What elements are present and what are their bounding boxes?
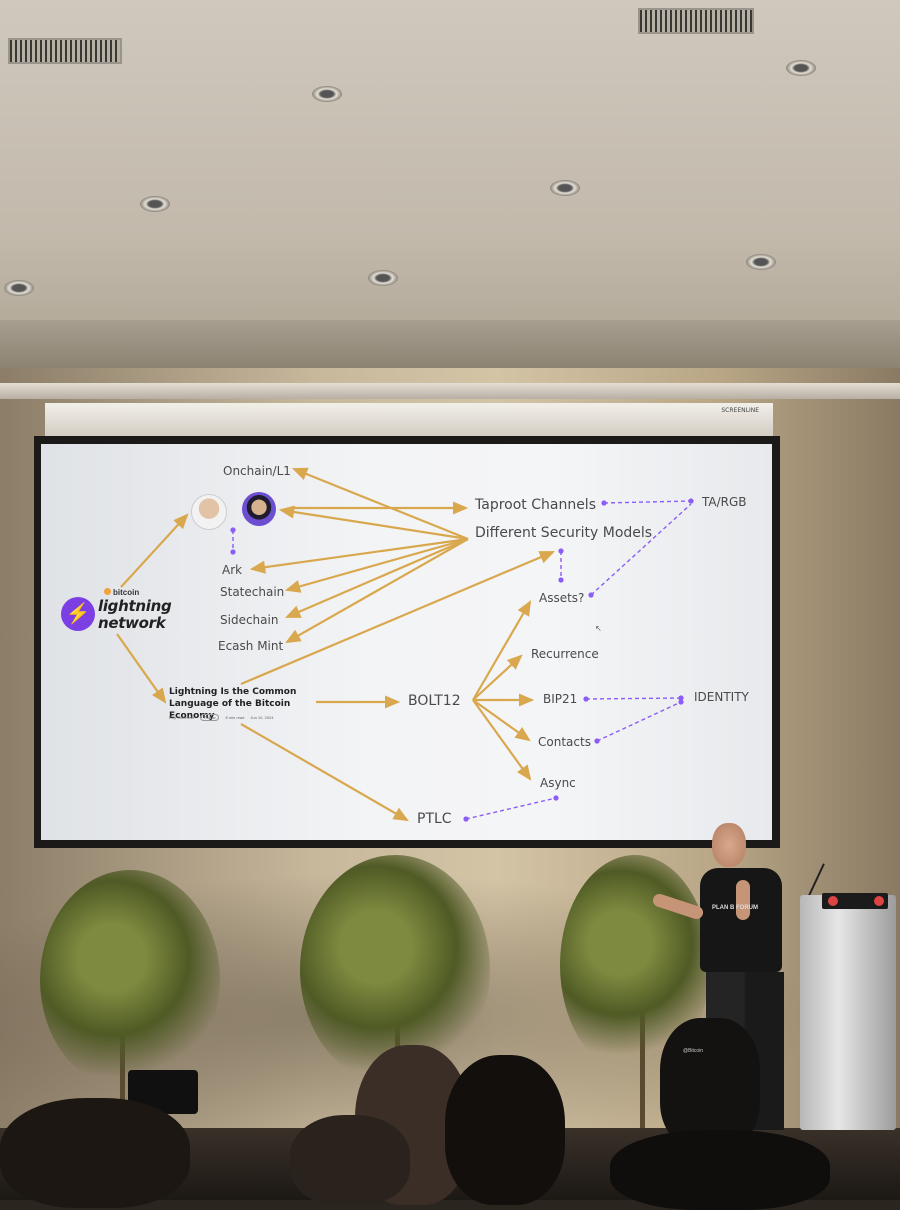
node-assets: Assets?: [539, 591, 585, 605]
ceiling-light: [312, 86, 342, 102]
node-sidechain: Sidechain: [220, 613, 279, 627]
ceiling-edge: [0, 320, 900, 368]
node-onchain: Onchain/L1: [223, 464, 291, 478]
speaker-head: [712, 823, 746, 867]
arrow-bolt12-to-assets: [472, 600, 532, 701]
node-different-security-models: Different Security Models: [475, 525, 653, 541]
podium-button: [874, 896, 884, 906]
bitcoin-icon: [104, 588, 111, 595]
speaker-avatar: [242, 492, 276, 526]
arrow-to-avatars: [278, 505, 469, 541]
arrow-to-statechain: [284, 537, 469, 593]
arrow-logo-to-article: [116, 633, 167, 704]
ceiling-light: [140, 196, 170, 212]
dash-ptlc-async: [465, 797, 557, 820]
ceiling: [0, 0, 900, 340]
node-identity: IDENTITY: [694, 690, 749, 704]
node-bip21: BIP21: [543, 692, 578, 706]
arrow-to-ark: [249, 537, 469, 574]
speaker-hand-mic: [736, 880, 750, 920]
arrow-bolt12-to-recurrence: [472, 654, 523, 701]
ceiling-light: [786, 60, 816, 76]
arrow-bolt12-to-contacts: [472, 699, 531, 742]
dash-assets-tarrgb: [590, 503, 692, 596]
dash-contacts-identity: [596, 701, 682, 742]
audience-head: [0, 1098, 190, 1208]
arrow-to-sidechain: [284, 537, 469, 619]
podium-panel: [822, 893, 888, 909]
arrow-bolt12-to-async: [472, 699, 532, 781]
shirt-print: PLAN B FORUM: [712, 905, 758, 911]
logo-word-lightning: lightning: [98, 597, 172, 615]
arrow-article-to-security: [240, 550, 556, 686]
audience-head: [290, 1115, 410, 1205]
podium: [800, 895, 896, 1130]
cap-text: @Bitcoin: [683, 1048, 704, 1054]
node-recurrence: Recurrence: [531, 647, 599, 661]
speaker-avatar: [191, 494, 227, 530]
ceiling-light: [550, 180, 580, 196]
article-title: Lightning Is the Common Language of the …: [169, 687, 297, 721]
arrow-to-onchain: [291, 467, 469, 541]
ceiling-light: [368, 270, 398, 286]
mouse-cursor-icon: ↖: [595, 624, 602, 633]
housing-brand: SCREENLINE: [721, 407, 759, 414]
ceiling-light: [746, 254, 776, 270]
node-taproot-channels: Taproot Channels: [475, 497, 596, 513]
ceiling-vent: [638, 8, 754, 34]
dash-taproot-tarrgb: [603, 500, 692, 504]
arrow-article-to-ptlc: [240, 723, 409, 822]
ceiling-light: [4, 280, 34, 296]
article-meta: Roy Sheinfeld Follow 8 min read Jun 10, …: [169, 714, 274, 721]
follow-pill: Follow: [199, 714, 220, 721]
node-ta-rgb: TA/RGB: [702, 495, 747, 509]
article-date: Jun 10, 2024: [250, 715, 274, 720]
node-ark: Ark: [222, 563, 243, 577]
node-statechain: Statechain: [220, 585, 285, 599]
audience-shoulders: [610, 1130, 830, 1210]
wall-rail: [0, 383, 900, 399]
dash-bip21-identity: [585, 697, 682, 700]
article-read-time: 8 min read: [225, 715, 245, 720]
ceiling-vent: [8, 38, 122, 64]
node-contacts: Contacts: [538, 735, 591, 749]
slide-connections: [116, 467, 694, 822]
logo-word-network: network: [98, 614, 166, 632]
arrow-logo-to-avatars: [120, 513, 189, 588]
audience-cap-head: [660, 1018, 760, 1148]
bitcoin-badge: bitcoin: [104, 588, 139, 597]
audience-head: [445, 1055, 565, 1205]
node-ptlc: PTLC: [417, 811, 452, 827]
lightning-bolt-icon: ⚡: [61, 597, 95, 631]
node-ecash-mint: Ecash Mint: [218, 639, 284, 653]
node-bolt12: BOLT12: [408, 693, 461, 709]
node-async: Async: [540, 776, 576, 790]
arrow-to-ecash: [285, 538, 469, 644]
podium-button: [828, 896, 838, 906]
potted-plant: [40, 870, 220, 1090]
projection-screen: Onchain/L1 Taproot Channels TA/RGB Diffe…: [41, 444, 772, 840]
article-author: Roy Sheinfeld: [169, 715, 194, 720]
